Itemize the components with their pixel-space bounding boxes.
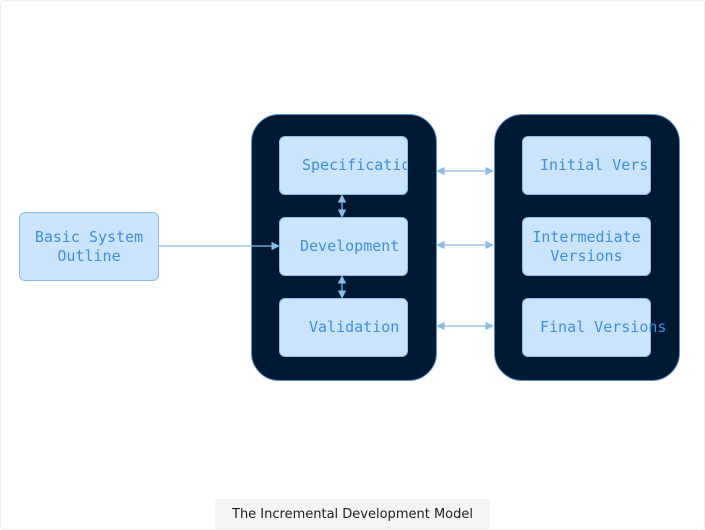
initial-version-label: Initial Version bbox=[540, 156, 650, 174]
specification-label: Specification bbox=[302, 156, 408, 174]
validation-label: Validation bbox=[309, 318, 400, 336]
specification-node[interactable]: Specification bbox=[279, 136, 408, 195]
basic-system-outline-node[interactable]: Basic System Outline bbox=[19, 212, 159, 281]
intermediate-versions-label: Intermediate Versions bbox=[532, 227, 641, 265]
intermediate-versions-node[interactable]: Intermediate Versions bbox=[522, 217, 651, 276]
caption-text: The Incremental Development Model bbox=[232, 506, 473, 522]
validation-node[interactable]: Validation bbox=[279, 298, 408, 357]
diagram-caption: The Incremental Development Model bbox=[215, 499, 490, 529]
final-versions-node[interactable]: Final Versions bbox=[522, 298, 666, 357]
basic-system-outline-label: Basic System Outline bbox=[34, 227, 144, 265]
development-node[interactable]: Development bbox=[279, 217, 408, 276]
initial-version-node[interactable]: Initial Version bbox=[522, 136, 651, 195]
final-versions-label: Final Versions bbox=[540, 318, 667, 336]
development-label: Development bbox=[300, 237, 400, 255]
